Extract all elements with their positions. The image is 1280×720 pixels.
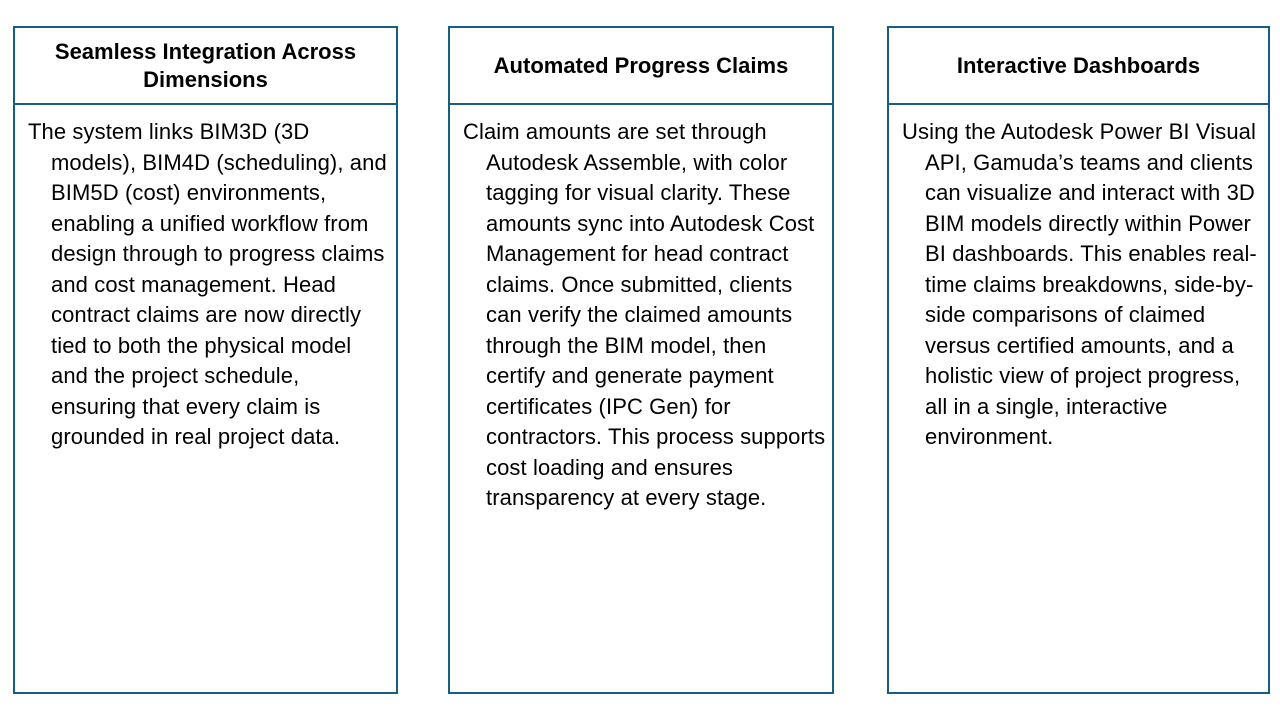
card-text-interactive-dashboards: Using the Autodesk Power BI Visual API, … [902,119,1257,449]
card-interactive-dashboards: Interactive Dashboards Using the Autodes… [887,26,1270,694]
card-text-automated-progress-claims: Claim amounts are set through Autodesk A… [463,119,826,510]
card-body: Using the Autodesk Power BI Visual API, … [889,105,1268,692]
card-seamless-integration: Seamless Integration Across Dimensions T… [13,26,398,694]
card-body: Claim amounts are set through Autodesk A… [450,105,832,692]
card-body: The system links BIM3D (3D models), BIM4… [15,105,396,692]
card-title-seamless-integration: Seamless Integration Across Dimensions [54,38,357,92]
card-header: Seamless Integration Across Dimensions [15,28,396,105]
card-header: Interactive Dashboards [889,28,1268,105]
card-header: Automated Progress Claims [450,28,832,105]
card-text-seamless-integration: The system links BIM3D (3D models), BIM4… [28,119,387,449]
card-title-automated-progress-claims: Automated Progress Claims [493,52,789,78]
card-title-interactive-dashboards: Interactive Dashboards [956,52,1201,78]
card-automated-progress-claims: Automated Progress Claims Claim amounts … [448,26,834,694]
